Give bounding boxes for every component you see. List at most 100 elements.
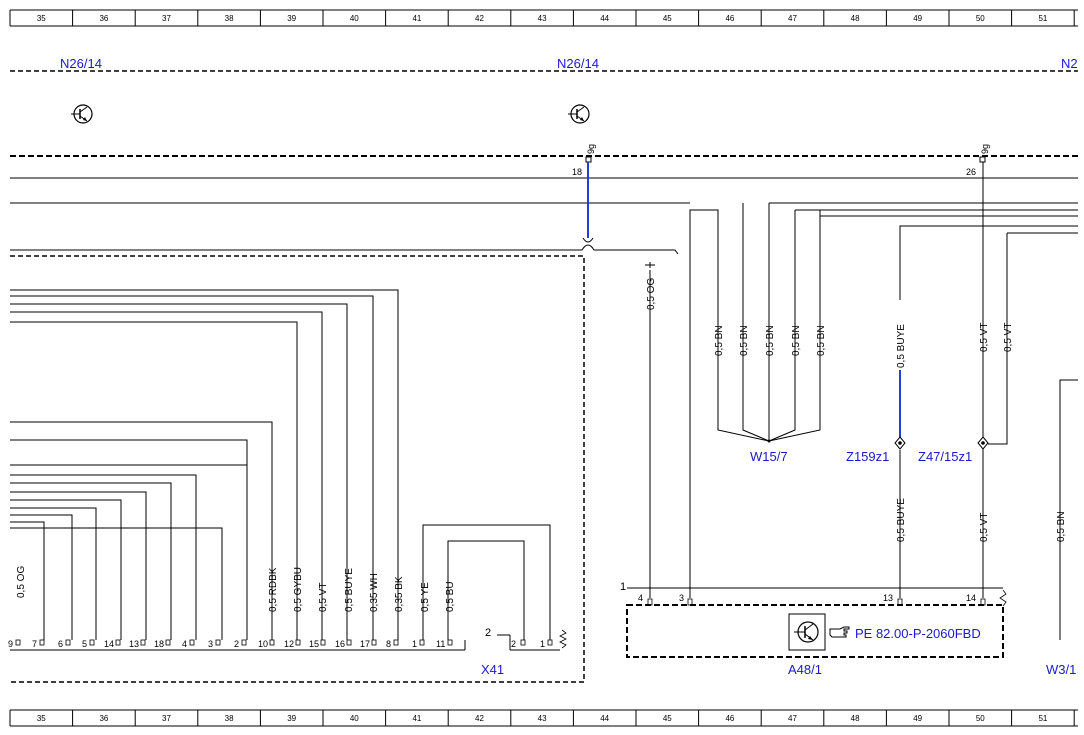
bottom-ruler-column-50: 50: [976, 714, 985, 723]
bottom-ruler-column-37: 37: [162, 714, 171, 723]
svg-text:3: 3: [679, 593, 684, 603]
bottom-pin-4[interactable]: 4: [182, 639, 187, 649]
n26-14-label-mid[interactable]: N26/14: [557, 56, 599, 71]
bottom-ruler-column-41: 41: [412, 714, 421, 723]
bottom-pin-18[interactable]: 18: [154, 639, 164, 649]
bottom-ruler-column-35: 35: [37, 714, 46, 723]
bottom-ruler-column-47: 47: [788, 714, 797, 723]
bottom-ruler-column-39: 39: [287, 714, 296, 723]
bottom-pin-8[interactable]: 8: [386, 639, 391, 649]
wire-label-bottom: 0,5 RDBK: [268, 567, 279, 612]
svg-text:14: 14: [966, 593, 976, 603]
bottom-pin-terminal: [269, 639, 275, 646]
pointing-hand-icon[interactable]: [829, 626, 850, 638]
n26-pin-18[interactable]: 9g 18: [572, 144, 596, 177]
bottom-ruler-column-49: 49: [913, 714, 922, 723]
transistor-icon: [794, 621, 819, 643]
transistor-icon: [71, 104, 93, 124]
bottom-pin-terminal: [165, 639, 171, 646]
bottom-pin-terminal: [215, 639, 221, 646]
top-ruler-column-37: 37: [162, 14, 171, 23]
top-ruler-column-45: 45: [663, 14, 672, 23]
bottom-pin-13[interactable]: 13: [129, 639, 139, 649]
bottom-pin-terminal: [39, 639, 45, 646]
a48-1-module[interactable]: [626, 604, 1004, 658]
wire-label-bottom: 0,5 YE: [420, 582, 431, 612]
svg-text:9g: 9g: [586, 144, 596, 154]
wire-label-og-bottom: 0,5 OG: [16, 566, 27, 598]
a48-1-pin-14[interactable]: 14: [966, 593, 986, 606]
pe-reference-link[interactable]: PE 82.00-P-2060FBD: [855, 626, 981, 641]
z159z1-label[interactable]: Z159z1: [846, 449, 889, 464]
wire-label-bottom: 0,5 BUYE: [344, 568, 355, 612]
wire-label-bn: 0,5 BN: [714, 325, 725, 356]
bottom-pin-terminal: [447, 639, 453, 646]
w15-7-junction: [767, 439, 771, 443]
top-ruler-column-47: 47: [788, 14, 797, 23]
bottom-pin-10[interactable]: 10: [258, 639, 268, 649]
top-ruler-column-38: 38: [225, 14, 234, 23]
bottom-pin-terminal: [65, 639, 71, 646]
bottom-pin-3[interactable]: 3: [208, 639, 213, 649]
a48-1-pin-group-label: 1: [620, 581, 626, 593]
bottom-ruler-column-43: 43: [538, 714, 547, 723]
n26-label-right[interactable]: N2: [1061, 56, 1078, 71]
splice-z159z1-icon[interactable]: [894, 436, 906, 450]
a48-1-pin-4[interactable]: 4: [638, 593, 653, 606]
bottom-pin-5[interactable]: 5: [82, 639, 87, 649]
top-ruler-column-36: 36: [99, 14, 108, 23]
wire-label-bottom: 0,35 WH: [369, 573, 380, 612]
x41-pin-1[interactable]: 1: [540, 639, 545, 649]
wire-label-bottom: 0,5 BU: [445, 581, 456, 612]
bottom-pin-1[interactable]: 1: [412, 639, 417, 649]
bottom-pin-terminal: [295, 639, 301, 646]
a48-1-label[interactable]: A48/1: [788, 662, 822, 677]
top-ruler-column-44: 44: [600, 14, 609, 23]
n26-pin-26[interactable]: 9g 26: [966, 144, 990, 177]
bottom-pin-terminal: [115, 639, 121, 646]
bottom-pin-terminal: [89, 639, 95, 646]
bottom-pin-2[interactable]: 2: [234, 639, 239, 649]
bottom-pin-15[interactable]: 15: [309, 639, 319, 649]
bottom-pin-16[interactable]: 16: [335, 639, 345, 649]
wire-label-bottom: 0,5 GYBU: [293, 567, 304, 612]
bottom-pin-terminal: [320, 639, 326, 646]
top-ruler-column-48: 48: [851, 14, 860, 23]
a48-1-pin-13[interactable]: 13: [883, 593, 903, 606]
top-ruler-column-39: 39: [287, 14, 296, 23]
bottom-pin-14[interactable]: 14: [104, 639, 114, 649]
x41-pin-2[interactable]: 2: [511, 639, 516, 649]
w3-1-label[interactable]: W3/1: [1046, 662, 1076, 677]
wire-label-bottom: 0,5 VT: [318, 583, 329, 612]
splice-z47-15z1-icon[interactable]: [977, 436, 989, 450]
top-ruler-column-40: 40: [350, 14, 359, 23]
x41-label[interactable]: X41: [481, 662, 504, 677]
bottom-pin-6[interactable]: 6: [58, 639, 63, 649]
bottom-pin-7[interactable]: 7: [32, 639, 37, 649]
bottom-ruler-column-44: 44: [600, 714, 609, 723]
top-ruler-column-49: 49: [913, 14, 922, 23]
wire-label-bottom: 0,35 BK: [394, 576, 405, 612]
bottom-pin-9[interactable]: 9: [8, 639, 13, 649]
z47-15z1-label[interactable]: Z47/15z1: [918, 449, 972, 464]
bottom-pin-12[interactable]: 12: [284, 639, 294, 649]
bottom-ruler-column-48: 48: [851, 714, 860, 723]
wire-label-buye-bottom: 0,5 BUYE: [896, 498, 907, 542]
bottom-pin-17[interactable]: 17: [360, 639, 370, 649]
top-ruler-column-51: 51: [1038, 14, 1047, 23]
a48-1-pin-3[interactable]: 3: [679, 593, 693, 606]
wire-label-bn: 0,5 BN: [816, 325, 827, 356]
w15-7-label[interactable]: W15/7: [750, 449, 788, 464]
top-ruler-column-50: 50: [976, 14, 985, 23]
bottom-pin-terminal: [346, 639, 352, 646]
bottom-pin-terminal: [241, 639, 247, 646]
top-ruler-column-35: 35: [37, 14, 46, 23]
wire-label-og-top: 0,5 OG: [646, 278, 657, 310]
bottom-ruler-column-38: 38: [225, 714, 234, 723]
n26-14-label-left[interactable]: N26/14: [60, 56, 102, 71]
bottom-pin-11[interactable]: 11: [436, 639, 445, 649]
svg-text:18: 18: [572, 167, 582, 177]
left-module-border: [10, 255, 585, 683]
